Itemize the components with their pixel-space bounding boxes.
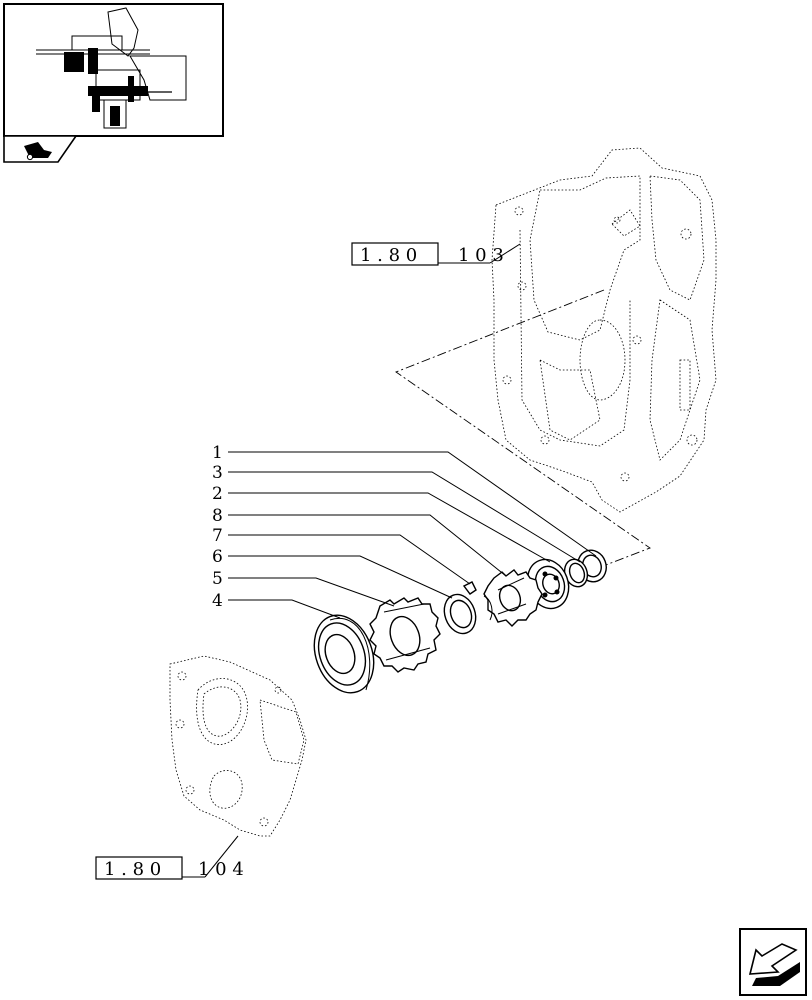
callout-3: 3 — [212, 463, 223, 483]
reference-link-upper[interactable]: 1 . 8 0 1 0 3 — [351, 242, 521, 266]
assembly-thumbnail-icon[interactable] — [3, 3, 224, 137]
callout-8: 8 — [212, 506, 223, 526]
callout-4: 4 — [212, 591, 223, 611]
reference-lower-box-text: 1 . 8 0 — [104, 859, 161, 880]
cover-housing-lower — [169, 655, 307, 837]
next-page-arrow-icon[interactable] — [739, 928, 807, 996]
part-3-circlip — [563, 558, 589, 588]
reference-lower-suffix: 1 0 4 — [198, 859, 244, 880]
gearbox-housing-upper — [491, 147, 717, 513]
part-4-seal — [313, 614, 375, 694]
part-5-large-gear — [369, 597, 441, 673]
assembly-axis-line — [395, 289, 651, 569]
callout-7: 7 — [212, 526, 223, 546]
tractor-tab-icon[interactable] — [3, 135, 78, 163]
reference-link-lower[interactable]: 1 . 8 0 1 0 4 — [95, 835, 244, 880]
part-8-small-gear — [483, 569, 543, 627]
reference-upper-suffix: 1 0 3 — [458, 245, 504, 266]
callout-1: 1 — [212, 443, 223, 463]
reference-upper-box-text: 1 . 8 0 — [360, 245, 417, 266]
part-6-ring — [443, 593, 477, 635]
leader-lines — [228, 451, 597, 619]
callout-6: 6 — [212, 547, 223, 567]
callout-5: 5 — [212, 569, 223, 589]
callout-2: 2 — [212, 484, 223, 504]
